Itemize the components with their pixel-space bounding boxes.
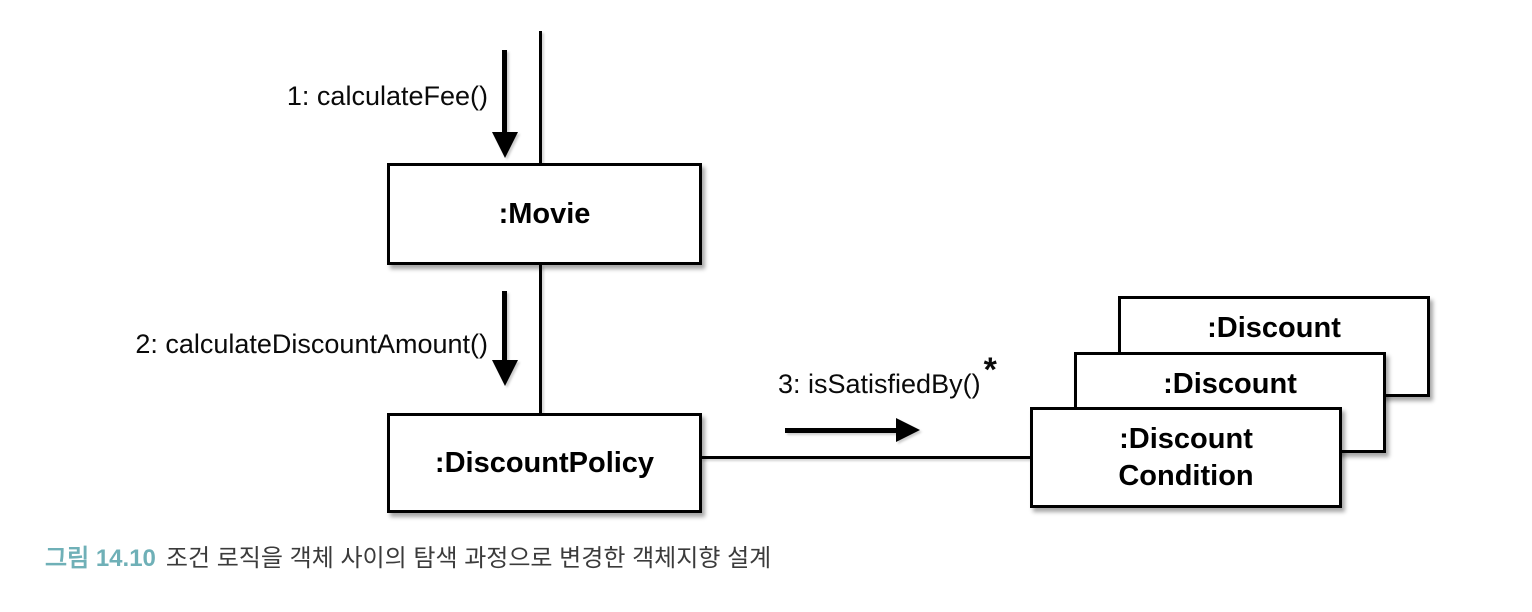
- object-label-line1: :Discount: [1163, 367, 1297, 400]
- lifeline-middle-segment: [539, 265, 542, 413]
- message-2-label: 2: calculateDiscountAmount(): [135, 329, 488, 359]
- object-label-discount-policy: :DiscountPolicy: [434, 446, 655, 479]
- message-2-arrowhead-icon: [492, 360, 518, 386]
- figure-caption: 그림 14.10 조건 로직을 객체 사이의 탐색 과정으로 변경한 객체지향 설…: [45, 545, 771, 573]
- message-3-arrow-shaft: [785, 428, 898, 433]
- message-2-arrow-shaft: [502, 291, 507, 362]
- object-label-line2: Condition: [1118, 459, 1254, 492]
- link-policy-to-condition: [700, 456, 1032, 459]
- object-box-discount-condition-front: :Discount Condition: [1030, 407, 1342, 508]
- message-3-label: 3: isSatisfiedBy()*: [778, 353, 997, 400]
- object-label-line1: :Discount: [1207, 311, 1341, 344]
- message-1-arrowhead-icon: [492, 132, 518, 158]
- message-3-arrowhead-icon: [896, 418, 920, 442]
- message-3-text: 3: isSatisfiedBy(): [778, 369, 981, 399]
- figure-caption-text: 조건 로직을 객체 사이의 탐색 과정으로 변경한 객체지향 설계: [165, 545, 772, 572]
- object-box-discount-policy: :DiscountPolicy: [387, 413, 702, 513]
- object-label-line1: :Discount: [1119, 422, 1253, 455]
- object-label-movie: :Movie: [498, 197, 591, 230]
- object-box-movie: :Movie: [387, 163, 702, 265]
- lifeline-top-segment: [539, 31, 542, 163]
- message-1-arrow-shaft: [502, 50, 507, 134]
- message-1-label: 1: calculateFee(): [286, 81, 488, 111]
- multiplicity-star: *: [983, 351, 997, 389]
- figure-number: 그림 14.10: [45, 545, 156, 572]
